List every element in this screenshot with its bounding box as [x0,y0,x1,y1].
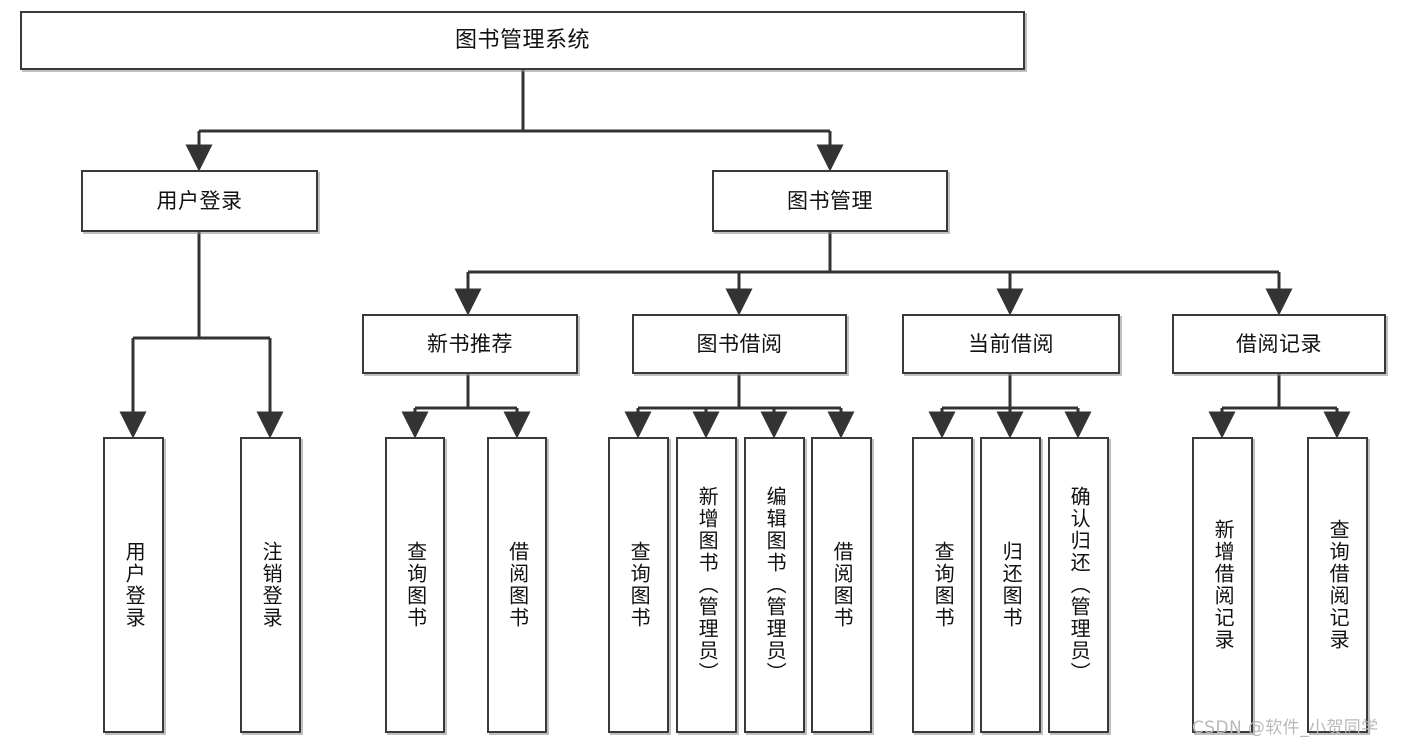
node-leaf-query-book-1-label: 查询图书 [403,541,428,629]
node-leaf-query-record[interactable]: 查询借阅记录 [1307,437,1368,733]
node-leaf-add-record[interactable]: 新增借阅记录 [1192,437,1253,733]
node-leaf-edit-book-label: 编辑图书（管理员） [763,486,788,684]
node-leaf-add-record-label: 新增借阅记录 [1211,519,1236,651]
node-current-borrow[interactable]: 当前借阅 [902,314,1120,374]
node-new-book-rec-label: 新书推荐 [427,331,513,356]
node-book-borrow-label: 图书借阅 [696,331,783,356]
node-borrow-record[interactable]: 借阅记录 [1172,314,1386,374]
node-leaf-user-login-label: 用户登录 [122,541,147,629]
node-leaf-add-book[interactable]: 新增图书（管理员） [676,437,737,733]
node-leaf-confirm-return-label: 确认归还（管理员） [1067,486,1092,684]
node-leaf-borrow-book-1-label: 借阅图书 [505,541,530,629]
node-leaf-add-book-label: 新增图书（管理员） [695,486,720,684]
node-leaf-user-logout-label: 注销登录 [259,541,284,629]
node-leaf-confirm-return[interactable]: 确认归还（管理员） [1048,437,1109,733]
node-leaf-edit-book[interactable]: 编辑图书（管理员） [744,437,805,733]
node-book-borrow[interactable]: 图书借阅 [632,314,847,374]
node-user-login[interactable]: 用户登录 [81,170,318,232]
node-book-manage[interactable]: 图书管理 [712,170,948,232]
node-borrow-record-label: 借阅记录 [1236,331,1322,356]
node-leaf-query-record-label: 查询借阅记录 [1326,519,1351,651]
node-root[interactable]: 图书管理系统 [20,11,1025,70]
node-leaf-borrow-book-1[interactable]: 借阅图书 [487,437,547,733]
node-leaf-query-book-2[interactable]: 查询图书 [608,437,669,733]
node-leaf-query-book-2-label: 查询图书 [627,541,652,629]
node-leaf-query-book-1[interactable]: 查询图书 [385,437,445,733]
node-current-borrow-label: 当前借阅 [968,331,1054,356]
node-leaf-user-logout[interactable]: 注销登录 [240,437,301,733]
node-book-manage-label: 图书管理 [787,188,873,213]
node-leaf-borrow-book-2-label: 借阅图书 [830,541,855,629]
node-new-book-rec[interactable]: 新书推荐 [362,314,578,374]
node-leaf-query-book-3[interactable]: 查询图书 [912,437,973,733]
node-leaf-query-book-3-label: 查询图书 [931,541,956,629]
node-root-label: 图书管理系统 [454,27,590,53]
node-user-login-label: 用户登录 [156,188,243,213]
node-leaf-user-login[interactable]: 用户登录 [103,437,164,733]
node-leaf-return-book-label: 归还图书 [999,541,1024,629]
node-leaf-return-book[interactable]: 归还图书 [980,437,1041,733]
node-leaf-borrow-book-2[interactable]: 借阅图书 [811,437,872,733]
